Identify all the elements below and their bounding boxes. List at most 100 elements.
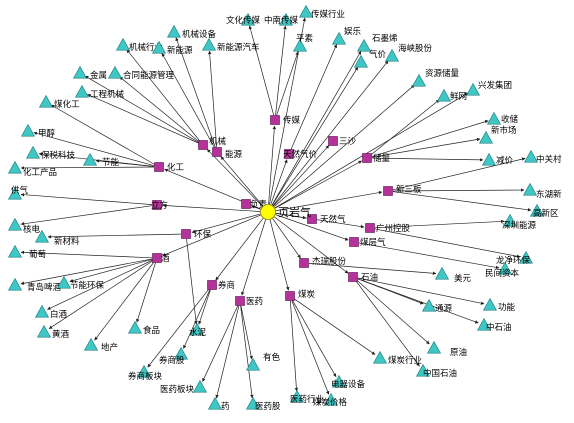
topic-node[interactable]: 广州控股: [365, 223, 411, 234]
leaf-node[interactable]: 电器设备: [331, 374, 366, 391]
leaf-node[interactable]: 医药股: [245, 396, 282, 413]
leaf-node[interactable]: 文化传媒: [226, 12, 261, 27]
l-yiyaobk-label: 医药板块: [160, 384, 195, 395]
topic-node[interactable]: 杰瑞股份: [299, 256, 347, 268]
edge-t-huanbao-l-xincailiao: [47, 233, 182, 239]
leaf-node[interactable]: 新市场: [478, 125, 517, 144]
leaf-node[interactable]: 节能: [82, 152, 120, 169]
leaf-node[interactable]: 原油: [426, 340, 468, 359]
l-shuini-label: 水泥: [189, 327, 207, 338]
leaf-node[interactable]: 煤炭价格: [313, 392, 348, 409]
leaf-node[interactable]: 工程机械: [74, 84, 125, 101]
topic-node[interactable]: 新三板: [383, 184, 423, 196]
leaf-node[interactable]: 通源: [421, 298, 453, 315]
topic-node[interactable]: 负责: [241, 199, 268, 210]
topic-node[interactable]: 石油: [348, 272, 379, 283]
edge-t-yiyao-l-yiyaogu: [240, 305, 254, 399]
leaf-node[interactable]: 高新区: [529, 203, 560, 220]
edge-t-huagong-l-jiachun: [33, 131, 155, 167]
t-jiu-label: 酒: [161, 254, 170, 264]
leaf-node[interactable]: 化工产品: [7, 160, 58, 179]
hub-node[interactable]: 页岩气: [260, 204, 312, 220]
leaf-node[interactable]: 龙净环保: [496, 250, 534, 267]
leaf-node[interactable]: 娱乐: [331, 26, 362, 45]
leaf-node[interactable]: 兴发集团: [465, 80, 513, 96]
topic-node[interactable]: 化工: [154, 162, 185, 173]
topic-node[interactable]: 机械: [198, 136, 227, 150]
triangle-marker: [25, 145, 41, 159]
leaf-node[interactable]: 葡萄: [7, 244, 47, 261]
leaf-node[interactable]: 石墨烯: [356, 33, 399, 52]
edge-t-shiyou-l-yuanyou: [356, 280, 430, 345]
leaf-node[interactable]: 医药板块: [160, 379, 208, 396]
leaf-node[interactable]: 合同能源管理: [107, 65, 175, 82]
l-chuanmeihy-label: 传媒行业: [311, 9, 345, 20]
l-xinnengyuanqc-label: 新能源汽车: [217, 42, 260, 53]
topic-node[interactable]: 环保: [181, 229, 212, 240]
leaf-node[interactable]: 功能: [482, 297, 516, 314]
leaf-node[interactable]: 东湖新: [522, 182, 563, 201]
leaf-node[interactable]: 保税科技: [25, 145, 76, 162]
leaf-node[interactable]: 食品: [127, 320, 161, 337]
topic-node[interactable]: 煤炭: [285, 289, 316, 301]
topic-node[interactable]: 能源: [212, 147, 243, 161]
leaf-node[interactable]: 黄酒: [36, 324, 70, 341]
triangle-marker: [384, 48, 400, 62]
leaf-node[interactable]: 白酒: [34, 304, 68, 321]
leaf-node[interactable]: 平素: [292, 33, 314, 52]
leaf-node[interactable]: 民间资本: [485, 261, 520, 280]
leaf-node[interactable]: 资源储量: [411, 68, 460, 87]
leaf-node[interactable]: 煤炭行业: [372, 350, 423, 367]
leaf-node[interactable]: 传媒行业: [298, 4, 346, 21]
leaf-node[interactable]: 煤化工: [38, 94, 81, 111]
leaf-node[interactable]: 中石油: [476, 317, 512, 334]
triangle-marker: [502, 213, 518, 227]
leaf-node[interactable]: 医药行业: [289, 389, 324, 406]
leaf-node[interactable]: 甲醇: [20, 123, 56, 140]
triangle-marker: [426, 340, 442, 354]
topic-node[interactable]: 天然气价: [283, 149, 318, 160]
topic-node[interactable]: 医药: [235, 296, 264, 307]
leaf-node[interactable]: 金属: [72, 65, 108, 82]
leaf-node[interactable]: 新材料: [34, 229, 81, 248]
leaf-node[interactable]: 中国石油: [415, 363, 458, 380]
topic-node[interactable]: 立方: [151, 200, 168, 211]
edge-hub-t-guangzhou: [275, 212, 365, 229]
leaf-node[interactable]: 减价: [481, 152, 514, 167]
triangle-marker: [289, 389, 305, 403]
l-gongqi-label: 供气: [11, 185, 29, 196]
topic-node[interactable]: 酒: [152, 253, 171, 265]
leaf-node[interactable]: 券商板块: [128, 364, 163, 383]
topic-node[interactable]: 储量: [362, 153, 391, 164]
leaf-node[interactable]: 水泥: [189, 322, 207, 339]
leaf-node[interactable]: 供气: [7, 185, 29, 200]
leaf-node[interactable]: 机械设备: [166, 24, 217, 41]
l-xincailiao-label: 新材料: [54, 236, 80, 247]
leaf-node[interactable]: 机械行业: [115, 37, 164, 54]
leaf-node[interactable]: 青岛啤酒: [7, 277, 62, 294]
leaf-node[interactable]: 新能源汽车: [201, 37, 260, 54]
leaf-node[interactable]: 深圳能源: [502, 213, 537, 232]
leaf-node[interactable]: 新能源: [151, 40, 194, 57]
l-huangjiu-label: 黄酒: [52, 329, 70, 340]
topic-node[interactable]: 券商: [207, 280, 236, 291]
leaf-node[interactable]: 地产: [83, 337, 119, 354]
leaf-node[interactable]: 中南传媒: [264, 12, 299, 27]
leaf-node[interactable]: 药: [207, 396, 230, 413]
leaf-node[interactable]: 有色: [245, 352, 281, 371]
leaf-node[interactable]: 节能环保: [56, 275, 105, 292]
leaf-node[interactable]: 气价: [353, 49, 387, 68]
topic-node[interactable]: 煤层气: [349, 237, 387, 248]
leaf-node[interactable]: 核电: [7, 217, 41, 236]
leaf-node[interactable]: 收储: [486, 111, 519, 126]
triangle-marker: [415, 363, 431, 377]
leaf-node[interactable]: 美元: [434, 266, 472, 285]
leaf-node[interactable]: 海峡股份: [384, 43, 433, 62]
topic-node[interactable]: 传媒: [270, 115, 301, 126]
triangle-marker: [465, 82, 481, 96]
leaf-node[interactable]: 鲜网: [436, 88, 468, 103]
leaf-node[interactable]: 券商股: [159, 346, 189, 367]
leaf-node[interactable]: 中关村: [523, 149, 563, 166]
topic-node[interactable]: 三沙: [328, 136, 357, 148]
topic-node[interactable]: 天然气: [307, 214, 347, 225]
